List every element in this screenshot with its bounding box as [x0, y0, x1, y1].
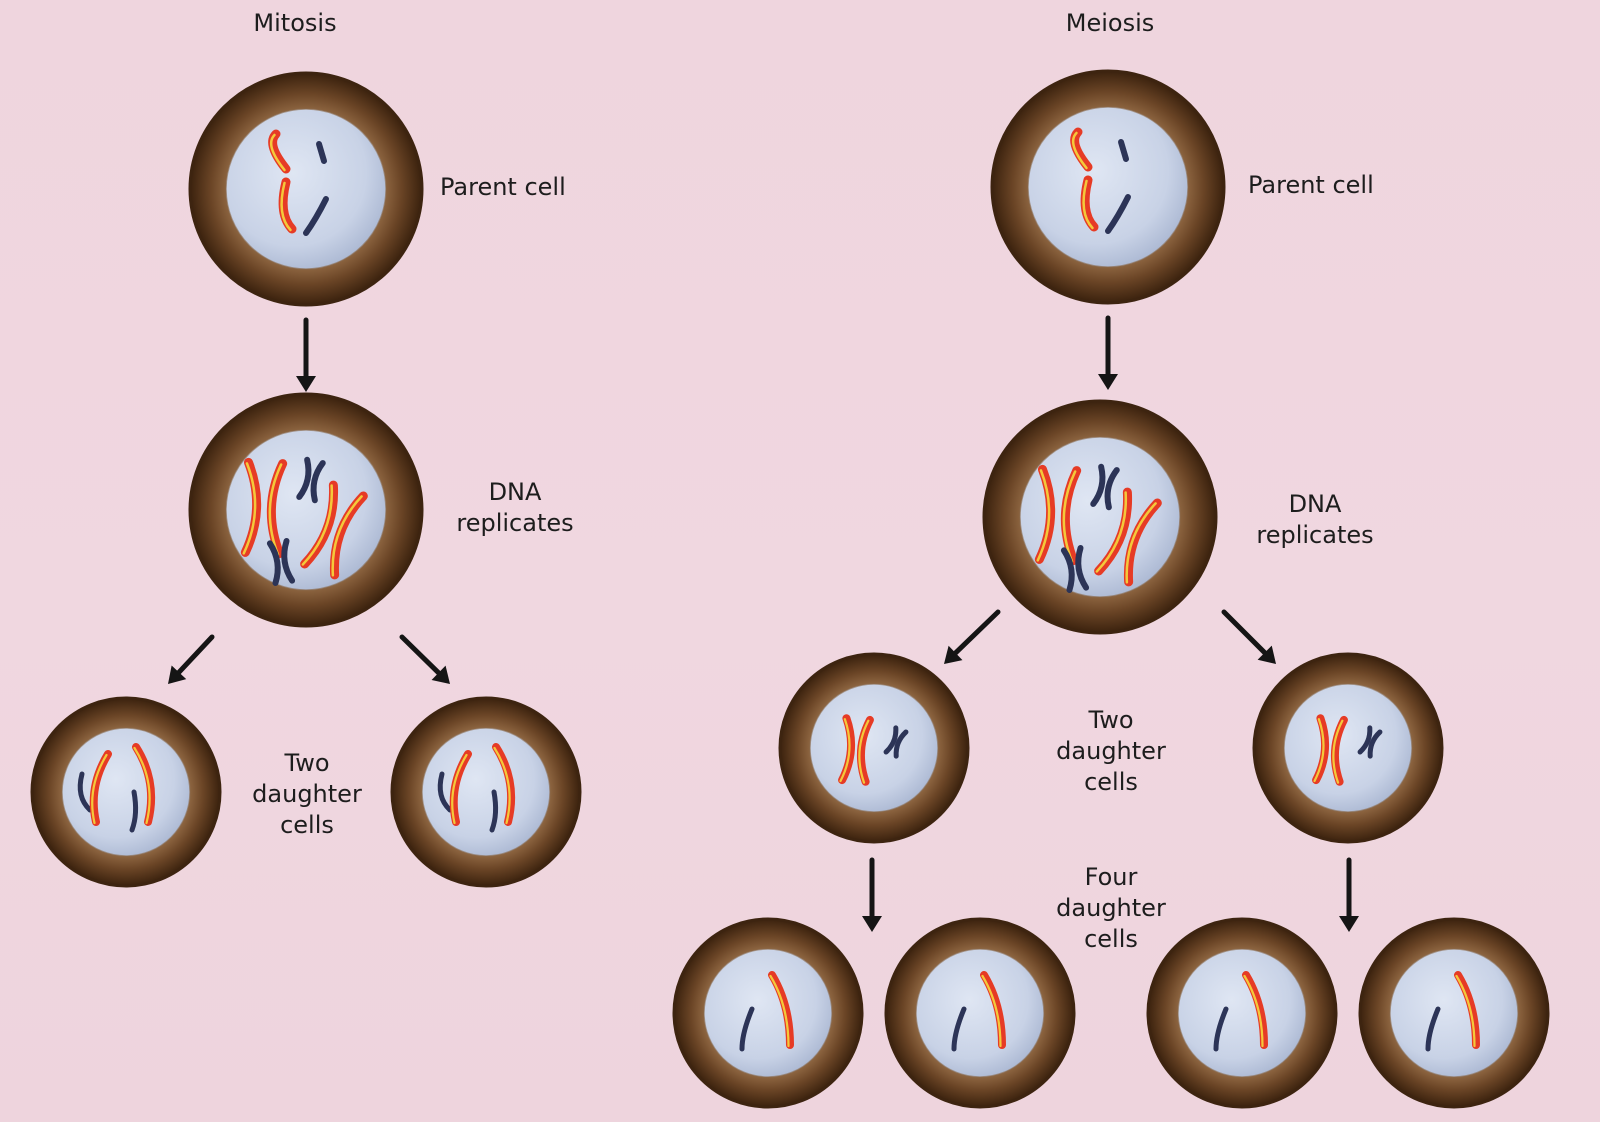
meiosis-dna-line: DNA: [1288, 490, 1342, 518]
mitosis-arrow-left: [168, 634, 215, 684]
meiosis-four-daughter-cells-label: Four daughter cells: [1026, 862, 1196, 955]
meiosis-four-daughter-line: daughter: [1056, 894, 1166, 922]
meiosis-arrow-right: [1221, 609, 1276, 664]
meiosis-daughter-cell-1: [778, 652, 970, 844]
meiosis-replicated-cell: [982, 399, 1218, 635]
meiosis-daughter-line: daughter: [1056, 737, 1166, 765]
meiosis-arrow-down-left: [862, 857, 882, 932]
meiosis-arrow-left: [944, 609, 1001, 664]
mitosis-daughter-cell-1: [30, 696, 222, 888]
mitosis-title: Mitosis: [253, 9, 337, 37]
meiosis-two-line: Two: [1088, 706, 1134, 734]
meiosis-four-line: Four: [1084, 863, 1138, 891]
mitosis-two-line: Two: [284, 749, 330, 777]
meiosis-four-daughter-cell-3: [1146, 917, 1338, 1109]
mitosis-daughter-line: daughter: [252, 780, 362, 808]
meiosis-four-daughter-cell-4: [1358, 917, 1550, 1109]
meiosis-arrow-down-right: [1339, 857, 1359, 932]
meiosis-four-daughter-cell-1: [672, 917, 864, 1109]
mitosis-cells-line: cells: [280, 811, 334, 839]
mitosis-dna-line: DNA: [488, 478, 542, 506]
mitosis-replicates-line: replicates: [456, 509, 574, 537]
meiosis-dna-replicates-label: DNA replicates: [1230, 489, 1400, 551]
meiosis-arrow-down: [1098, 315, 1118, 390]
mitosis-parent-cell: [188, 71, 424, 307]
mitosis-parent-cell-label: Parent cell: [440, 173, 566, 201]
meiosis-daughter-cell-2: [1252, 652, 1444, 844]
meiosis-replicates-line: replicates: [1256, 521, 1374, 549]
mitosis-two-daughter-cells-label: Two daughter cells: [222, 748, 392, 841]
mitosis-dna-replicates-label: DNA replicates: [430, 477, 600, 539]
meiosis-parent-cell-label: Parent cell: [1248, 171, 1374, 199]
mitosis-arrow-down: [296, 317, 316, 392]
mitosis-daughter-cell-2: [390, 696, 582, 888]
mitosis-replicated-cell: [188, 392, 424, 628]
meiosis-two-daughter-cells-label: Two daughter cells: [1026, 705, 1196, 798]
meiosis-cells-line: cells: [1084, 768, 1138, 796]
mitosis-arrow-right: [399, 634, 450, 684]
meiosis-title: Meiosis: [1065, 9, 1155, 37]
meiosis-four-cells-line: cells: [1084, 925, 1138, 953]
meiosis-parent-cell: [990, 69, 1226, 305]
meiosis-four-daughter-cell-2: [884, 917, 1076, 1109]
